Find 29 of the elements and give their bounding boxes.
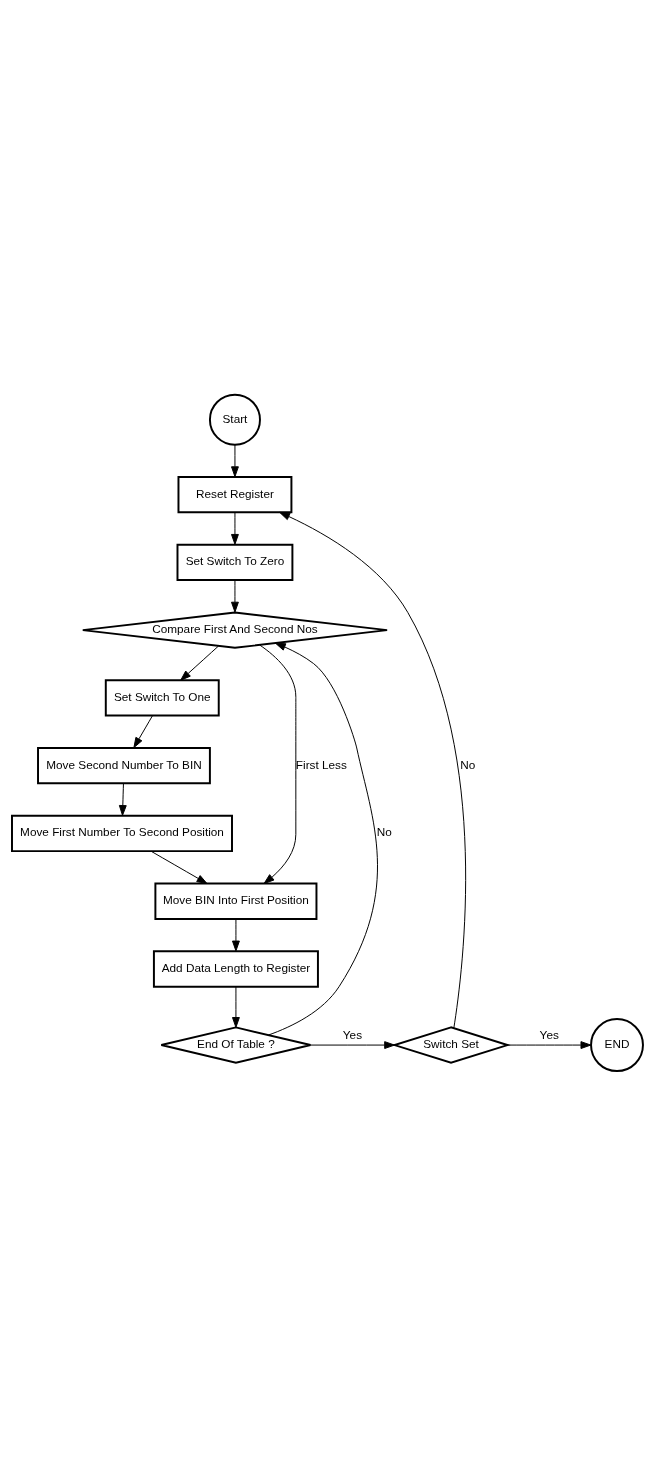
arrow [231, 511, 239, 545]
arrow [507, 1040, 592, 1049]
arrow [267, 642, 378, 1036]
node-box: Move BIN Into First Position [154, 882, 318, 920]
edge-label: First Less [295, 757, 347, 771]
arrow [232, 918, 240, 951]
arrow [133, 714, 153, 748]
arrow [279, 511, 467, 1029]
node-box: Set Switch To Zero [176, 543, 294, 581]
edge-label: No [376, 824, 392, 838]
edge-label: Yes [539, 1027, 559, 1041]
arrow [231, 579, 239, 613]
node-circle: Start [208, 393, 261, 446]
node-box: Move First Number To Second Position [11, 814, 233, 852]
arrow [231, 443, 239, 477]
arrow [150, 850, 208, 884]
node-box: Reset Register [177, 475, 293, 513]
edge-label: Yes [342, 1027, 363, 1041]
arrow [180, 645, 219, 681]
edge-label: No [460, 757, 476, 771]
arrow [310, 1040, 395, 1049]
node-box: Add Data Length to Register [152, 949, 319, 988]
node-circle: END [590, 1017, 644, 1072]
node-box: Move Second Number To BIN [37, 746, 211, 784]
node-diamond: End Of Table ? [160, 1025, 312, 1064]
arrow [118, 782, 127, 816]
node-box: Set Switch To One [104, 678, 220, 717]
arrow [259, 644, 297, 884]
arrow [232, 985, 240, 1028]
